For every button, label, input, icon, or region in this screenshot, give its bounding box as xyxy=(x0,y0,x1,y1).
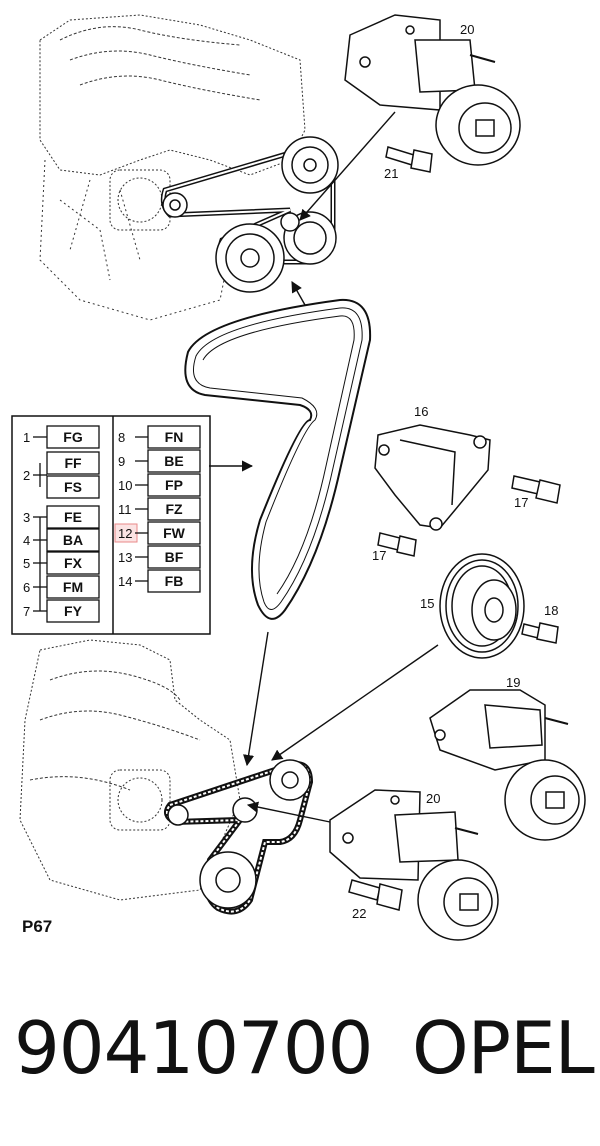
callout-19: 19 xyxy=(506,675,520,690)
legend-code: FF xyxy=(64,455,82,471)
legend-code: BA xyxy=(63,532,83,548)
legend-number: 5 xyxy=(23,556,30,571)
callout-17-upper: 17 xyxy=(514,495,528,510)
legend-code: FN xyxy=(165,429,184,445)
bracket-16 xyxy=(374,424,491,531)
legend-number: 9 xyxy=(118,454,125,469)
legend-number: 7 xyxy=(23,604,30,619)
legend-row: 6 FM xyxy=(23,575,100,599)
legend-number: 2 xyxy=(23,468,30,483)
bottom-pulleys xyxy=(167,759,311,909)
legend-code: FS xyxy=(64,479,82,495)
leader-lines-bottom xyxy=(243,631,439,823)
tensioner-19 xyxy=(429,689,586,841)
top-pulleys xyxy=(162,136,339,293)
legend-row: 2 FF xyxy=(23,451,100,483)
bolt-17-upper xyxy=(511,475,561,504)
legend-code: FM xyxy=(63,579,83,595)
legend-code: FY xyxy=(64,603,83,619)
legend-code: FZ xyxy=(165,501,183,517)
legend-code: FG xyxy=(63,429,83,445)
callout-17-lower: 17 xyxy=(372,548,386,563)
callout-20-bottom: 20 xyxy=(426,791,440,806)
legend-code: BF xyxy=(165,549,184,565)
legend-number: 12 xyxy=(118,526,132,541)
legend-number: 3 xyxy=(23,510,30,525)
brand-name: OPEL xyxy=(412,1006,595,1090)
belt-code-legend: 1 FG 2 FF FS 3 FE 4 BA 5 FX 6 FM 7 FY 8 FN 9 BE 10 FP 11 FZ 12… xyxy=(11,415,254,635)
legend-row: 7 FY xyxy=(23,599,100,623)
callout-21: 21 xyxy=(384,166,398,181)
callout-16: 16 xyxy=(414,404,428,419)
legend-code: FE xyxy=(64,509,82,525)
legend-row: FS xyxy=(46,475,100,499)
callout-15: 15 xyxy=(420,596,434,611)
bolt-22 xyxy=(348,879,403,911)
legend-number: 4 xyxy=(23,533,30,548)
callout-22: 22 xyxy=(352,906,366,921)
legend-row: 9 BE xyxy=(118,449,201,473)
legend-code: FB xyxy=(165,573,184,589)
legend-row: 1 FG xyxy=(23,425,100,449)
legend-right-column: 8 FN 9 BE 10 FP 11 FZ 12 FW 13 BF 14 FB xyxy=(114,425,201,593)
legend-number: 13 xyxy=(118,550,132,565)
tensioner-20-bottom xyxy=(329,789,499,941)
ribbed-belt xyxy=(184,298,372,620)
bottom-engine-illustration xyxy=(19,639,241,901)
legend-code: FX xyxy=(64,555,83,571)
callout-18: 18 xyxy=(544,603,558,618)
legend-row: 4 BA xyxy=(23,528,100,552)
bolt-18 xyxy=(521,622,559,644)
part-number: 90410700 xyxy=(14,1006,373,1090)
legend-row: 11 FZ xyxy=(118,497,201,521)
legend-row: 10 FP xyxy=(118,473,201,497)
bolt-17-lower xyxy=(377,532,417,557)
legend-row: 14 FB xyxy=(118,569,201,593)
legend-row: 5 FX xyxy=(23,551,100,575)
legend-number: 6 xyxy=(23,580,30,595)
legend-left-column: 1 FG 2 FF FS 3 FE 4 BA 5 FX 6 FM 7 FY xyxy=(23,425,100,623)
legend-number: 1 xyxy=(23,430,30,445)
pulley-15 xyxy=(439,553,525,659)
legend-row: 3 FE xyxy=(23,505,100,529)
legend-code: FW xyxy=(163,525,186,541)
tensioner-20-top xyxy=(344,14,521,166)
legend-row: 13 BF xyxy=(118,545,201,569)
legend-number: 8 xyxy=(118,430,125,445)
callout-20-top: 20 xyxy=(460,22,474,37)
legend-number: 14 xyxy=(118,574,132,589)
top-engine-illustration xyxy=(39,14,306,321)
legend-row: 12 FW xyxy=(114,521,201,545)
figure-code: P67 xyxy=(22,917,52,936)
leader-lines-top xyxy=(291,111,396,306)
legend-code: FP xyxy=(165,477,183,493)
legend-number: 10 xyxy=(118,478,132,493)
bolt-21 xyxy=(385,146,433,173)
legend-row: 8 FN xyxy=(118,425,201,449)
legend-number: 11 xyxy=(118,502,132,517)
legend-code: BE xyxy=(164,453,183,469)
